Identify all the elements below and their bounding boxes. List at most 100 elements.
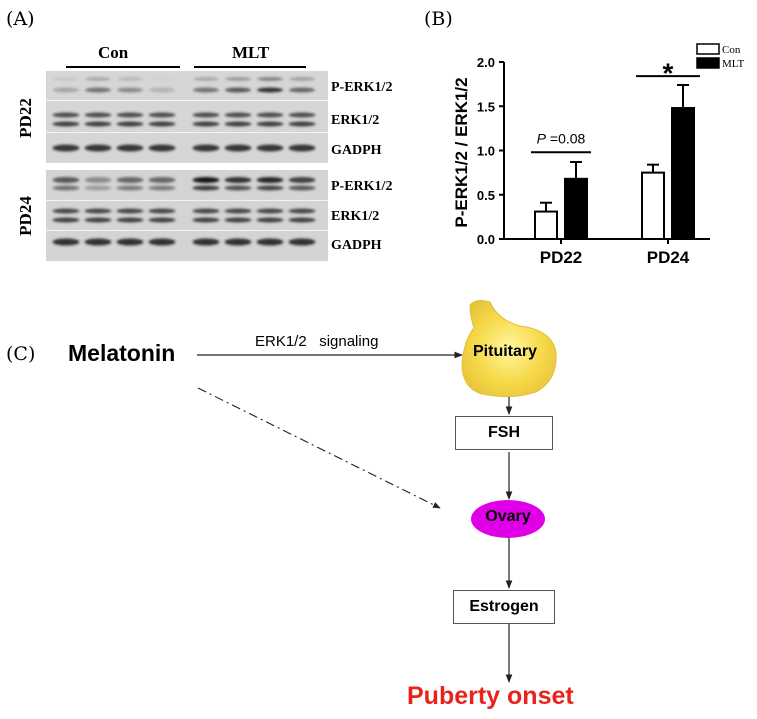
- blot-band: [52, 177, 80, 183]
- row-label-pd22: PD22: [16, 98, 35, 138]
- blot-band: [148, 112, 176, 118]
- blot-band: [84, 238, 112, 246]
- blot-band: [84, 121, 112, 127]
- blot-band: [224, 185, 252, 191]
- blot-band: [192, 238, 220, 246]
- blot-band: [84, 144, 112, 152]
- blot-band: [116, 217, 144, 223]
- blot-band: [116, 208, 144, 214]
- y-tick-label: 1.5: [477, 99, 495, 114]
- blot-band: [148, 177, 176, 183]
- x-tick-label: PD24: [647, 248, 690, 267]
- legend-swatch-mlt: [696, 57, 720, 69]
- bar-mlt-pd24: [671, 107, 695, 240]
- blot-band: [148, 144, 176, 152]
- blot-band: [148, 217, 176, 223]
- direct-arrow: [197, 387, 441, 509]
- blot-band: [288, 112, 316, 118]
- estrogen-label: Estrogen: [469, 598, 539, 615]
- blot-band: [192, 177, 220, 183]
- blot-band: [193, 77, 219, 81]
- group-line-con: [66, 66, 180, 68]
- band-label-perk-pd24: P-ERK1/2: [331, 179, 393, 194]
- blot-band: [256, 112, 284, 118]
- blot-band: [224, 112, 252, 118]
- group-line-mlt: [194, 66, 306, 68]
- puberty-onset-label: Puberty onset: [407, 682, 574, 710]
- blot-band: [288, 185, 316, 191]
- blot-band: [256, 238, 284, 246]
- row-label-pd24: PD24: [16, 196, 35, 236]
- pathway-diagram: [197, 300, 557, 683]
- blot-band: [224, 238, 252, 246]
- blot-band: [116, 112, 144, 118]
- legend-label-con: Con: [722, 44, 741, 56]
- band-label-gadph-pd22: GADPH: [331, 143, 382, 158]
- y-tick-label: 0.5: [477, 188, 495, 203]
- blot-band: [192, 112, 220, 118]
- bar-con-pd22: [534, 210, 558, 241]
- y-tick-label: 1.0: [477, 144, 495, 159]
- blot-band: [192, 185, 220, 191]
- blot-band: [256, 217, 284, 223]
- panel-b-label: (B): [424, 8, 453, 30]
- blot-band: [257, 77, 283, 81]
- blot-band: [52, 217, 80, 223]
- blot-band: [193, 87, 219, 93]
- blot-band: [289, 87, 315, 93]
- blot-band: [289, 77, 315, 81]
- blot-band: [149, 87, 175, 93]
- p-value-label: P =0.08: [537, 130, 586, 146]
- bar-con-pd24: [641, 171, 665, 240]
- y-tick-label: 2.0: [477, 55, 495, 70]
- blot-band: [117, 87, 143, 93]
- group-label-con: Con: [98, 43, 129, 62]
- blot-band: [52, 185, 80, 191]
- blot-band: [288, 208, 316, 214]
- blot-band: [148, 238, 176, 246]
- blot-band: [52, 121, 80, 127]
- blot-band: [224, 177, 252, 183]
- blot-band: [148, 185, 176, 191]
- y-axis-label: P-ERK1/2 / ERK1/2: [452, 77, 471, 227]
- blot-band: [116, 121, 144, 127]
- blot-band: [52, 112, 80, 118]
- blot-band: [149, 77, 175, 81]
- group-label-mlt: MLT: [232, 43, 270, 62]
- ovary-shape: [471, 500, 545, 538]
- band-label-erk-pd22: ERK1/2: [331, 113, 380, 128]
- blot-band: [52, 144, 80, 152]
- blot-band: [116, 144, 144, 152]
- blot-band: [224, 121, 252, 127]
- blot-band: [84, 217, 112, 223]
- ovary-label: Ovary: [485, 508, 531, 525]
- pituitary-label: Pituitary: [473, 343, 538, 360]
- blot-band: [288, 217, 316, 223]
- blot-band: [257, 87, 283, 93]
- blot-band: [225, 87, 251, 93]
- panel-a-label: (A): [6, 8, 35, 30]
- blot-band: [84, 177, 112, 183]
- blot-band: [148, 121, 176, 127]
- blot-band: [192, 121, 220, 127]
- blot-band: [224, 208, 252, 214]
- blot-band: [256, 177, 284, 183]
- blot-band: [116, 185, 144, 191]
- band-label-gadph-pd24: GADPH: [331, 238, 382, 253]
- blot-band: [84, 185, 112, 191]
- x-tick-label: PD22: [540, 248, 583, 267]
- blot-band: [192, 217, 220, 223]
- melatonin-label: Melatonin: [68, 340, 176, 366]
- blot-band: [53, 87, 79, 93]
- blot-band: [288, 121, 316, 127]
- fsh-label: FSH: [488, 424, 520, 441]
- blot-band: [148, 208, 176, 214]
- legend-swatch-con: [696, 43, 720, 55]
- bar-mlt-pd22: [564, 177, 588, 241]
- blot-band: [117, 77, 143, 81]
- blot-band: [288, 238, 316, 246]
- blot-band: [256, 185, 284, 191]
- legend-label-mlt: MLT: [722, 58, 744, 70]
- western-blot: [46, 71, 328, 261]
